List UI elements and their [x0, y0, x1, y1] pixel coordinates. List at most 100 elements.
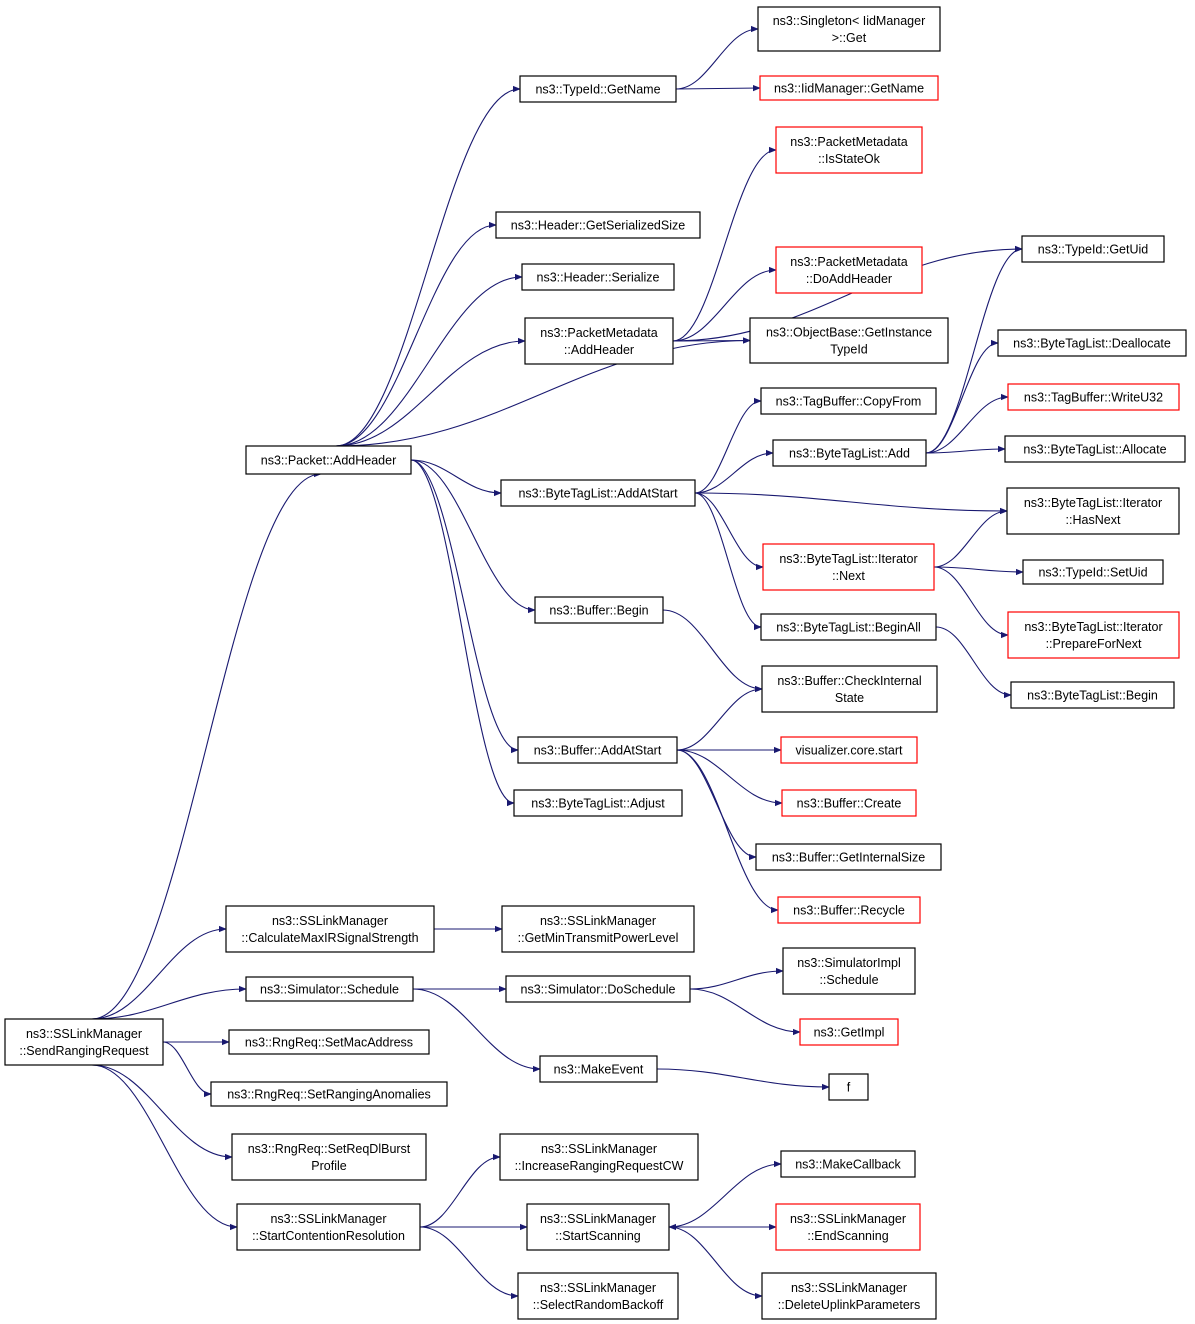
node-box	[1004, 435, 1186, 463]
node-btli-prep[interactable]: ns3::ByteTagList::Iterator::PrepareForNe…	[1007, 611, 1180, 659]
node-btl-alloc[interactable]: ns3::ByteTagList::Allocate	[1004, 435, 1186, 463]
node-typeid-getname[interactable]: ns3::TypeId::GetName	[519, 75, 677, 103]
node-box	[517, 1272, 679, 1320]
call-edges	[91, 25, 1024, 1300]
node-get-min-tx[interactable]: ns3::SSLinkManager::GetMinTransmitPowerL…	[501, 905, 695, 953]
edge-root-to-add_header	[91, 470, 322, 1020]
node-calc-max[interactable]: ns3::SSLinkManager::CalculateMaxIRSignal…	[225, 905, 435, 953]
edge-start_cr-to-sel_backoff	[419, 1226, 519, 1300]
node-make-event[interactable]: ns3::MakeEvent	[539, 1055, 658, 1083]
node-add-header[interactable]: ns3::Packet::AddHeader	[245, 445, 412, 475]
node-label: ns3::ObjectBase::GetInstance	[766, 326, 932, 340]
node-label: ns3::ByteTagList::Iterator	[1024, 496, 1162, 510]
node-label: ns3::Buffer::AddAtStart	[534, 744, 662, 758]
node-btli-next[interactable]: ns3::ByteTagList::Iterator::Next	[762, 543, 935, 591]
node-hdr-size[interactable]: ns3::Header::GetSerializedSize	[495, 211, 701, 239]
node-get-impl[interactable]: ns3::GetImpl	[799, 1018, 899, 1046]
edge-sim_dosched-to-get_impl	[689, 988, 801, 1036]
node-box	[517, 736, 678, 764]
node-box	[4, 1018, 164, 1066]
node-btl-dealloc[interactable]: ns3::ByteTagList::Deallocate	[997, 329, 1187, 357]
node-make-cb[interactable]: ns3::MakeCallback	[780, 1150, 916, 1178]
node-box	[500, 479, 696, 507]
edge-pm_addheader-to-ob_getinst	[672, 337, 751, 344]
node-box	[236, 1203, 421, 1251]
edge-start_scan-to-del_uplink	[668, 1226, 763, 1300]
node-label: TypeId	[830, 343, 868, 357]
node-start-scan[interactable]: ns3::SSLinkManager::StartScanning	[526, 1203, 670, 1251]
node-label: ns3::Simulator::DoSchedule	[521, 983, 676, 997]
node-buf-addatstart[interactable]: ns3::Buffer::AddAtStart	[517, 736, 678, 764]
node-del-uplink[interactable]: ns3::SSLinkManager::DeleteUplinkParamete…	[761, 1272, 937, 1320]
node-box	[521, 263, 675, 291]
node-hdr-ser[interactable]: ns3::Header::Serialize	[521, 263, 675, 291]
node-buf-recycle[interactable]: ns3::Buffer::Recycle	[777, 896, 921, 924]
node-singleton-get[interactable]: ns3::Singleton< IidManager>::Get	[757, 6, 941, 52]
node-pm-isstateok[interactable]: ns3::PacketMetadata::IsStateOk	[775, 126, 923, 174]
edge-btl_addatstart-to-btl_beginall	[694, 492, 762, 631]
node-box	[749, 317, 949, 364]
node-inc-cw[interactable]: ns3::SSLinkManager::IncreaseRangingReque…	[499, 1133, 699, 1181]
node-label: ns3::SSLinkManager	[540, 1212, 656, 1226]
node-box	[828, 1073, 869, 1101]
node-label: ns3::MakeEvent	[554, 1063, 644, 1077]
node-btl-beginall[interactable]: ns3::ByteTagList::BeginAll	[760, 613, 937, 641]
node-f[interactable]: f	[828, 1073, 869, 1101]
node-box	[760, 613, 937, 641]
node-end-scan[interactable]: ns3::SSLinkManager::EndScanning	[775, 1203, 921, 1251]
edge-add_header-to-hdr_ser	[335, 273, 523, 447]
node-sim-dosched[interactable]: ns3::Simulator::DoSchedule	[505, 975, 691, 1003]
edge-btli_next-to-btli_hasnext	[933, 507, 1008, 568]
node-typeid-setuid[interactable]: ns3::TypeId::SetUid	[1022, 559, 1164, 585]
node-label: ns3::ByteTagList::Add	[789, 447, 910, 461]
node-box	[524, 317, 674, 365]
node-btl-addatstart[interactable]: ns3::ByteTagList::AddAtStart	[500, 479, 696, 507]
node-label: ns3::SSLinkManager	[270, 1212, 386, 1226]
node-label: ns3::Singleton< IidManager	[773, 14, 926, 28]
node-label: State	[835, 691, 864, 705]
node-box	[526, 1203, 670, 1251]
node-pm-addheader[interactable]: ns3::PacketMetadata::AddHeader	[524, 317, 674, 365]
edge-btl_addatstart-to-btl_add	[694, 449, 774, 494]
node-box	[755, 843, 942, 871]
node-buf-create[interactable]: ns3::Buffer::Create	[781, 789, 917, 817]
node-buf-begin[interactable]: ns3::Buffer::Begin	[534, 596, 664, 624]
node-sel-backoff[interactable]: ns3::SSLinkManager::SelectRandomBackoff	[517, 1272, 679, 1320]
node-vis-start[interactable]: visualizer.core.start	[780, 736, 918, 764]
node-label: ::IncreaseRangingRequestCW	[515, 1159, 684, 1173]
node-label: ::EndScanning	[807, 1229, 888, 1243]
node-label: ns3::IidManager::GetName	[774, 82, 924, 96]
edge-root-to-set_dl	[91, 1064, 233, 1161]
node-btl-begin[interactable]: ns3::ByteTagList::Begin	[1010, 681, 1175, 709]
node-tb-copyfrom[interactable]: ns3::TagBuffer::CopyFrom	[760, 387, 937, 415]
node-label: ns3::SSLinkManager	[26, 1027, 142, 1041]
node-buf-getsize[interactable]: ns3::Buffer::GetInternalSize	[755, 843, 942, 871]
node-box	[225, 905, 435, 953]
node-box	[772, 439, 927, 467]
node-box	[762, 543, 935, 591]
node-btl-add[interactable]: ns3::ByteTagList::Add	[772, 439, 927, 467]
node-label: ns3::Packet::AddHeader	[261, 454, 397, 468]
node-box	[245, 976, 414, 1002]
node-label: ns3::PacketMetadata	[790, 135, 907, 149]
node-label: ns3::SSLinkManager	[272, 914, 388, 928]
node-pm-doadd[interactable]: ns3::PacketMetadata::DoAddHeader	[775, 246, 923, 294]
node-typeid-getuid[interactable]: ns3::TypeId::GetUid	[1021, 235, 1165, 263]
node-box	[782, 947, 916, 995]
node-btli-hasnext[interactable]: ns3::ByteTagList::Iterator::HasNext	[1006, 487, 1180, 535]
node-simimpl-sched[interactable]: ns3::SimulatorImpl::Schedule	[782, 947, 916, 995]
node-set-mac[interactable]: ns3::RngReq::SetMacAddress	[228, 1029, 430, 1055]
node-sim-schedule[interactable]: ns3::Simulator::Schedule	[245, 976, 414, 1002]
node-btl-adjust[interactable]: ns3::ByteTagList::Adjust	[513, 789, 683, 817]
node-set-anom[interactable]: ns3::RngReq::SetRangingAnomalies	[210, 1081, 448, 1107]
node-iid-getname[interactable]: ns3::IidManager::GetName	[759, 75, 939, 101]
node-root[interactable]: ns3::SSLinkManager::SendRangingRequest	[4, 1018, 164, 1066]
node-start-cr[interactable]: ns3::SSLinkManager::StartContentionResol…	[236, 1203, 421, 1251]
node-tb-writeu32[interactable]: ns3::TagBuffer::WriteU32	[1007, 383, 1180, 411]
node-box	[775, 126, 923, 174]
node-label: ::DoAddHeader	[806, 272, 892, 286]
edge-buf_addatstart-to-buf_check	[676, 685, 763, 751]
